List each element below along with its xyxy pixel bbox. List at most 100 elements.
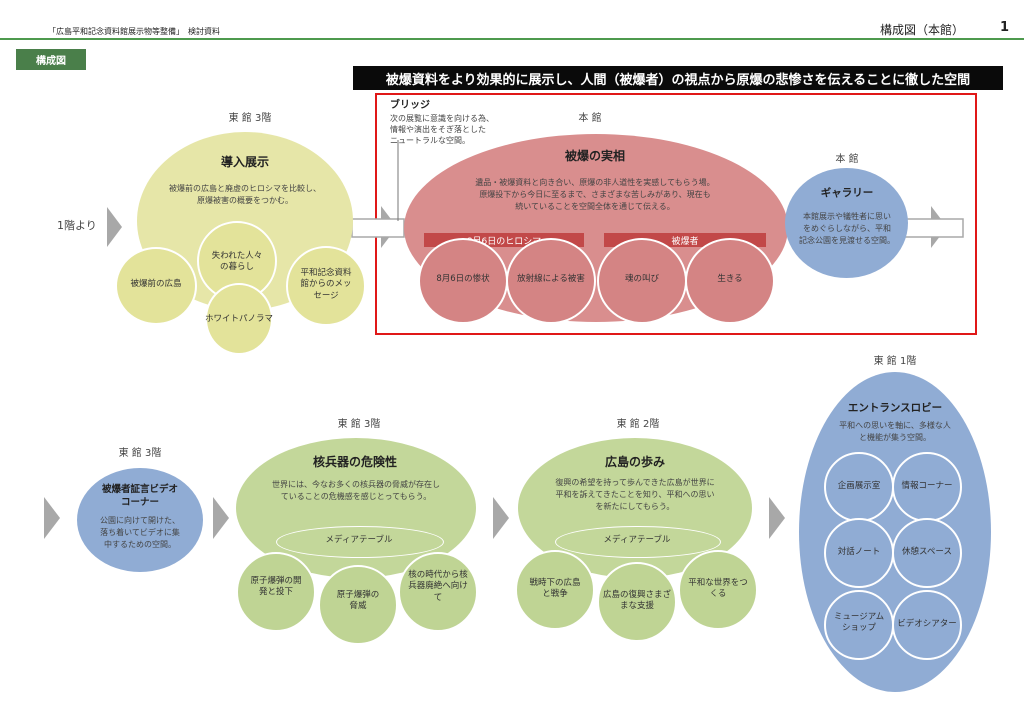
history-desc-2: 平和を訴えてきたことを知り、平和への思い: [555, 490, 715, 499]
nuclear-desc-2: ていることの危機感を感じとってもらう。: [280, 492, 432, 501]
page-title: 構成図（本館）: [880, 23, 965, 37]
gallery-ellipse: [785, 168, 908, 278]
history-media-table: [555, 526, 721, 558]
arrow-row2-start: [44, 497, 60, 539]
history-item-wartime: [515, 550, 595, 630]
bridge-desc-3: ニュートラルな空間。: [390, 136, 470, 145]
intro-title: 導入展示: [220, 155, 269, 169]
section-badge: 構成図: [16, 49, 86, 70]
nuclear-title: 核兵器の危険性: [312, 455, 397, 469]
entrance-item-video-theater-label: ビデオシアター: [897, 619, 957, 629]
main-desc-1: 遺品・被爆資料と向き合い、原爆の非人道性を実感してもらう場。: [475, 178, 715, 187]
page-number: 1: [1000, 20, 1010, 35]
history-media-table-label: メディアテーブル: [603, 535, 671, 545]
intro-item-lost-lives-text: 失われた人々の暮らし: [211, 251, 263, 273]
main-floor-label: 本 館: [578, 113, 602, 124]
entrance-desc-2: と機能が集う空間。: [859, 433, 931, 442]
intro-item-message-label: 平和記念資料館からのメッセージ: [286, 268, 366, 302]
main-item-radiation: [506, 238, 596, 324]
main-desc-2: 原爆投下から今日に至るまで、さまざまな苦しみがあり、現在も: [479, 190, 711, 199]
nuclear-item-abolition: [398, 552, 478, 632]
entrance-item-museum-shop-label: ミュージアムショップ: [824, 612, 894, 635]
intro-desc-2: 原爆被害の概要をつかむ。: [197, 196, 293, 205]
nuclear-item-abolition-text: 核の時代から核兵器廃絶へ向けて: [408, 570, 468, 603]
testimony-desc-3: 中するための空間。: [104, 540, 176, 549]
entrance-item-dialogue-notes-label: 対話ノート: [837, 547, 881, 557]
testimony-title-1: 被爆者証言ビデオ: [101, 484, 178, 495]
testimony-floor-label: 東 館 3階: [118, 448, 162, 459]
arrow-to-nuclear: [213, 497, 229, 539]
gallery-title: ギャラリー: [820, 187, 874, 199]
document-title: 「広島平和記念資料館展示物等整備」 検討資料: [48, 27, 220, 36]
intro-desc-1: 被爆前の広島と廃虚のヒロシマを比較し、: [169, 184, 321, 193]
nuclear-item-threat: [318, 565, 398, 645]
main-item-devastation-label: 8月6日の惨状: [436, 274, 490, 284]
gallery-floor-label: 本 館: [835, 154, 859, 165]
nuclear-item-threat-text: 原子爆弾の脅威: [336, 590, 380, 612]
gallery-desc-1: 本館展示や犠牲者に思い: [803, 212, 891, 221]
history-item-recovery-label: 広島の復興さまざまな支援: [593, 590, 681, 613]
entrance-item-video-theater: [892, 590, 962, 660]
history-item-peace-label: 平和な世界をつくる: [678, 578, 758, 601]
header-divider: [0, 38, 1024, 40]
history-desc-1: 復興の希望を持って歩んできた広島が世界に: [555, 478, 715, 487]
main-item-live-label: 生きる: [717, 274, 743, 284]
intro-item-message-text: 平和記念資料館からのメッセージ: [300, 268, 352, 301]
nuclear-media-table-label: メディアテーブル: [325, 535, 393, 545]
gallery-desc-3: 記念公園を見渡せる空間。: [799, 236, 895, 245]
main-title: 被爆の実相: [564, 149, 625, 163]
nuclear-item-development: [236, 552, 316, 632]
concept-banner: 被爆資料をより効果的に展示し、人間（被爆者）の視点から原爆の悲惨さを伝えることに…: [353, 66, 1003, 90]
bridge-desc-1: 次の展覧に意識を向ける為、: [390, 114, 494, 123]
main-item-live: [685, 238, 775, 324]
entry-label: 1階より: [57, 219, 97, 232]
testimony-title-2: コーナー: [120, 497, 159, 508]
entrance-item-rest-space: [892, 518, 962, 588]
gallery-desc-2: をめぐらしながら、平和: [803, 224, 891, 233]
history-item-recovery: [597, 562, 677, 642]
history-floor-label: 東 館 2階: [616, 419, 660, 430]
testimony-desc-1: 公園に向けて開けた、: [100, 516, 180, 525]
main-item-devastation: [418, 238, 508, 324]
entrance-floor-label: 東 館 1階: [873, 356, 917, 367]
nuclear-floor-label: 東 館 3階: [337, 419, 381, 430]
entrance-desc-1: 平和への思いを軸に、多様な人: [839, 421, 951, 430]
intro-item-before-bombing: [115, 247, 197, 325]
main-item-cries-label: 魂の叫び: [624, 274, 659, 284]
testimony-desc-2: 落ち着いてビデオに集: [100, 528, 180, 537]
history-item-peace: [678, 550, 758, 630]
arrow-to-history: [493, 497, 509, 539]
intro-item-white-panorama: [205, 283, 273, 355]
entrance-item-museum-shop: [824, 590, 894, 660]
entrance-ellipse: [799, 372, 991, 692]
intro-item-lost-lives-label: 失われた人々の暮らし: [197, 251, 277, 274]
arrow-entry: [107, 207, 122, 247]
bridge-connector: [351, 218, 405, 238]
nuclear-item-development-text: 原子爆弾の開発と投下: [250, 576, 302, 598]
bridge-title: ブリッジ: [390, 100, 430, 111]
entrance-item-exhibition-room-label: 企画展示室: [837, 481, 881, 491]
intro-floor-label: 東 館 3階: [228, 113, 272, 124]
history-item-peace-text: 平和な世界をつくる: [688, 578, 748, 600]
main-desc-3: 続いていることを空間全体を通じて伝える。: [515, 202, 675, 211]
main-building-frame: [375, 93, 977, 335]
intro-item-white-panorama-label: ホワイトパノラマ: [204, 314, 273, 324]
main-item-radiation-label: 放射線による被害: [517, 274, 585, 284]
intro-item-message: [286, 246, 366, 326]
history-desc-3: を新たにしてもらう。: [595, 502, 675, 511]
arrow-to-entrance: [769, 497, 785, 539]
entrance-item-info-corner-label: 情報コーナー: [901, 481, 953, 491]
entrance-item-rest-space-label: 休憩スペース: [902, 547, 952, 557]
history-item-recovery-text: 広島の復興さまざまな支援: [602, 590, 671, 612]
nuclear-media-table: [276, 526, 444, 558]
intro-item-before-bombing-label: 被爆前の広島: [130, 279, 182, 289]
testimony-ellipse: [77, 468, 203, 572]
entrance-title: エントランスロビー: [847, 402, 943, 414]
gallery-exit-connector: [904, 218, 964, 238]
nuclear-item-threat-label: 原子爆弾の脅威: [318, 590, 398, 613]
history-item-wartime-label: 戦時下の広島と戦争: [515, 578, 595, 601]
nuclear-item-abolition-label: 核の時代から核兵器廃絶へ向けて: [398, 570, 478, 604]
nuclear-desc-1: 世界には、今なお多くの核兵器の脅威が存在し: [272, 480, 440, 489]
entrance-item-museum-shop-text: ミュージアムショップ: [833, 612, 885, 634]
